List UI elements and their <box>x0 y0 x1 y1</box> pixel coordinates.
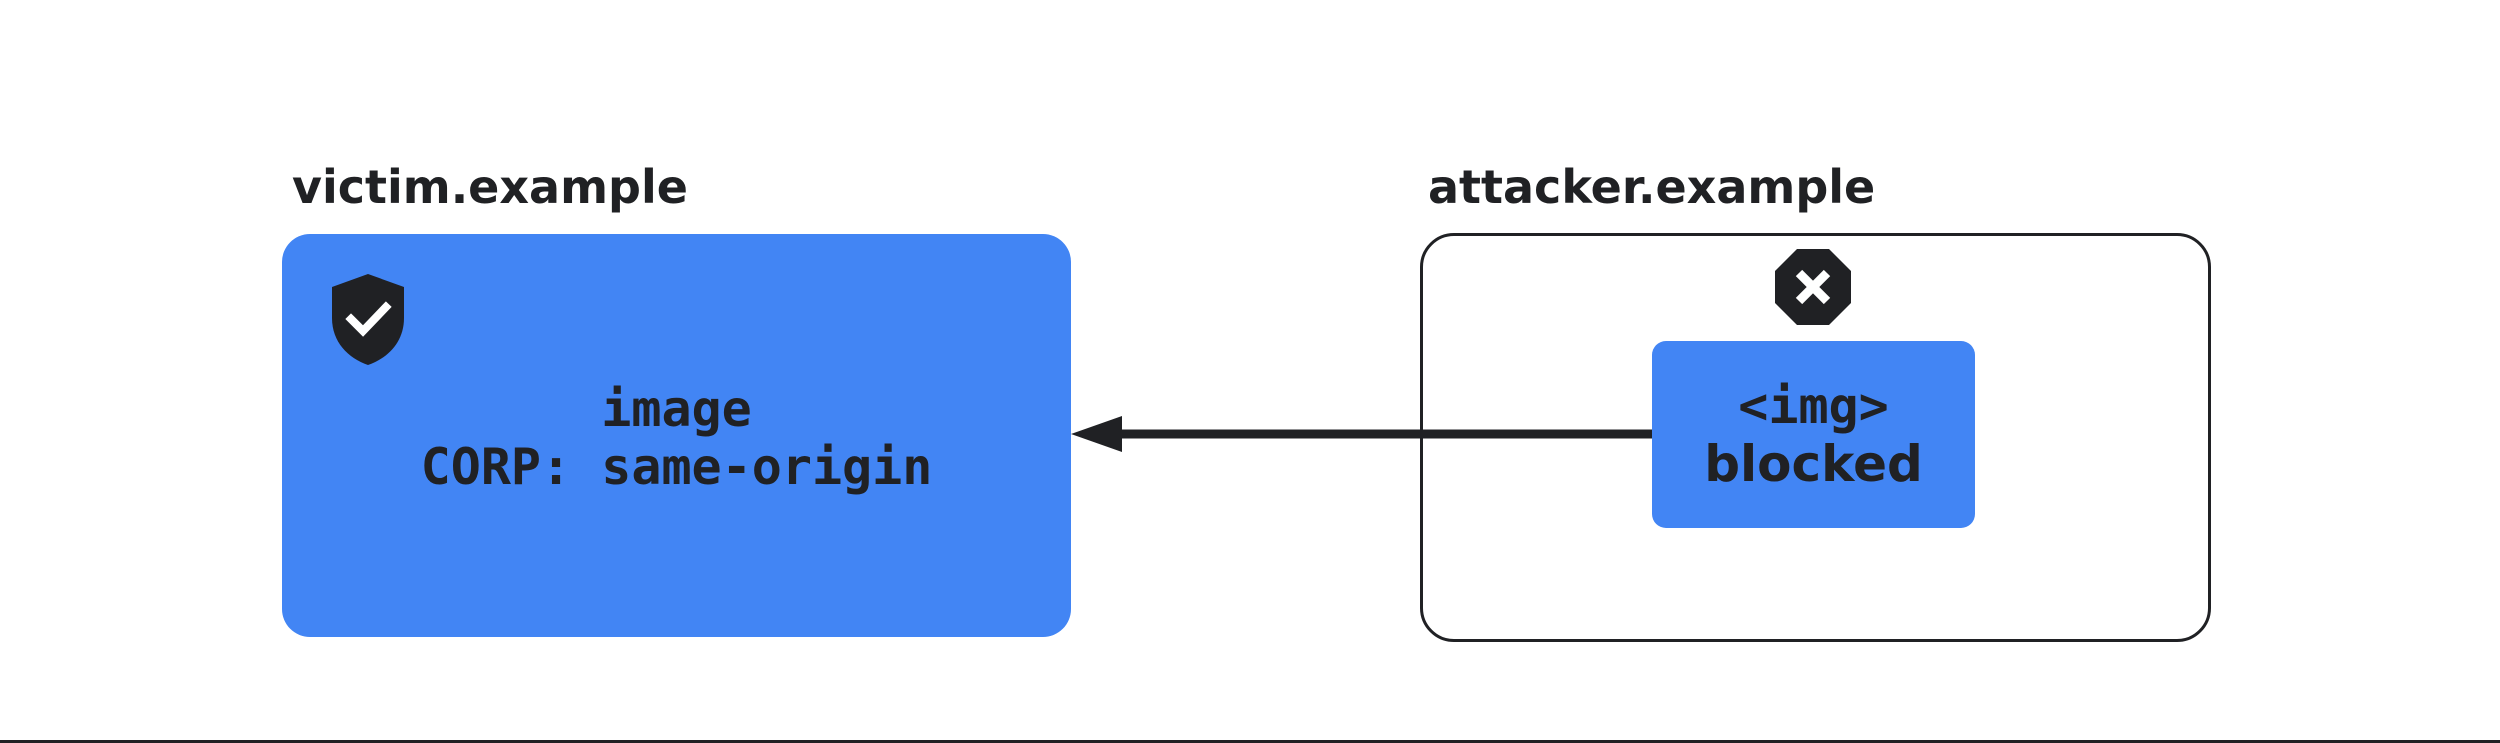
img-tag-label: <img> <box>1738 377 1889 435</box>
victim-resource-text: image CORP: same-origin <box>282 380 1071 496</box>
blocked-status-label: blocked <box>1704 435 1923 493</box>
blocked-octagon-x-icon <box>1775 249 1851 325</box>
img-element-box: <img> blocked <box>1652 341 1975 528</box>
shield-check-icon <box>332 274 404 365</box>
img-element-text: <img> blocked <box>1652 377 1975 493</box>
corp-header-label: CORP: same-origin <box>420 438 933 496</box>
bottom-divider <box>0 740 2500 743</box>
arrowhead <box>1071 416 1122 452</box>
attacker-origin-label: attacker.example <box>1428 160 1876 214</box>
victim-origin-label: victim.example <box>292 160 688 214</box>
victim-resource-box: image CORP: same-origin <box>282 234 1071 637</box>
resource-type-label: image <box>601 380 752 438</box>
